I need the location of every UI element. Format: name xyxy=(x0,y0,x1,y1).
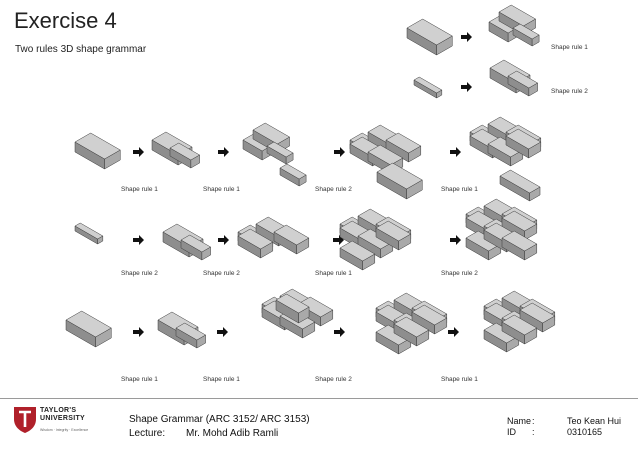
block-top-face xyxy=(413,76,443,94)
course-title: Shape Grammar (ARC 3152/ ARC 3153) xyxy=(129,414,310,425)
block-top-face xyxy=(406,18,453,46)
block-top-face xyxy=(519,302,556,324)
step-label: Shape rule 1 xyxy=(203,186,240,193)
id-value: 0310165 xyxy=(567,427,603,437)
block-top-face xyxy=(501,210,538,232)
block-top-face xyxy=(273,224,310,246)
step-label: Shape rule 2 xyxy=(121,270,158,277)
block-top-face xyxy=(297,296,334,318)
step-label: Shape rule 2 xyxy=(441,270,478,277)
logo-line-2: UNIVERSITY xyxy=(40,415,86,422)
name-label: Name xyxy=(507,416,532,426)
step-label: Shape rule 1 xyxy=(203,376,240,383)
step-label: Shape rule 2 xyxy=(315,376,352,383)
block-top-face xyxy=(498,4,537,27)
block-top-face xyxy=(376,162,423,190)
page-title: Exercise 4 xyxy=(14,8,117,33)
step-label: Shape rule 1 xyxy=(441,186,478,193)
legend-label-rule-2: Shape rule 2 xyxy=(551,88,588,95)
university-tagline: Wisdom · Integrity · Excellence xyxy=(40,428,89,432)
block-top-face xyxy=(237,228,274,250)
university-shield-icon xyxy=(14,407,36,433)
block-top-face xyxy=(367,144,404,166)
block-top-face xyxy=(74,132,121,160)
block-top-face xyxy=(252,122,291,145)
block-top-face xyxy=(501,230,538,252)
arrow-right-icon xyxy=(133,327,144,337)
id-separator: : xyxy=(532,427,535,437)
legend-label-rule-1: Shape rule 1 xyxy=(551,44,588,51)
arrow-right-icon xyxy=(133,147,144,157)
university-logo-name: TAYLOR'S UNIVERSITY xyxy=(40,407,85,423)
block-top-face xyxy=(507,70,539,89)
arrow-right-icon xyxy=(334,327,345,337)
block-top-face xyxy=(512,23,540,40)
arrow-right-icon xyxy=(461,82,472,92)
lecturer-label: Lecture: xyxy=(129,428,166,439)
block-top-face xyxy=(411,304,448,326)
id-label: ID xyxy=(507,427,516,437)
block-top-face xyxy=(375,220,412,242)
block-top-face xyxy=(501,314,538,336)
block-top-face xyxy=(169,142,201,161)
footer-divider xyxy=(0,398,638,399)
step-label: Shape rule 1 xyxy=(441,376,478,383)
step-label: Shape rule 1 xyxy=(315,270,352,277)
block-top-face xyxy=(275,293,310,314)
block-top-face xyxy=(499,169,541,194)
block-top-face xyxy=(505,128,542,150)
arrow-right-icon xyxy=(448,327,459,337)
arrow-right-icon xyxy=(218,235,229,245)
arrow-right-icon xyxy=(450,147,461,157)
step-label: Shape rule 2 xyxy=(315,186,352,193)
block-top-face xyxy=(279,163,307,180)
block-top-face xyxy=(175,322,207,341)
block-top-face xyxy=(393,316,430,338)
block-top-face xyxy=(65,310,112,338)
block-top-face xyxy=(266,141,294,158)
name-value: Teo Kean Hui xyxy=(567,416,622,426)
arrow-right-icon xyxy=(334,147,345,157)
shape-grammar-diagram xyxy=(65,4,556,355)
lecturer-name: Mr. Mohd Adib Ramli xyxy=(186,428,279,439)
page-subtitle: Two rules 3D shape grammar xyxy=(15,44,147,55)
name-separator: : xyxy=(532,416,535,426)
arrow-right-icon xyxy=(133,235,144,245)
step-label: Shape rule 1 xyxy=(121,186,158,193)
block-top-face xyxy=(180,234,212,253)
arrow-right-icon xyxy=(461,32,472,42)
step-label: Shape rule 1 xyxy=(121,376,158,383)
block-top-face xyxy=(339,240,376,262)
block-top-face xyxy=(385,132,422,154)
logo-line-1: TAYLOR'S xyxy=(40,407,77,414)
step-label: Shape rule 2 xyxy=(203,270,240,277)
arrow-right-icon xyxy=(218,147,229,157)
arrow-right-icon xyxy=(217,327,228,337)
arrow-right-icon xyxy=(450,235,461,245)
block-top-face xyxy=(74,222,104,240)
